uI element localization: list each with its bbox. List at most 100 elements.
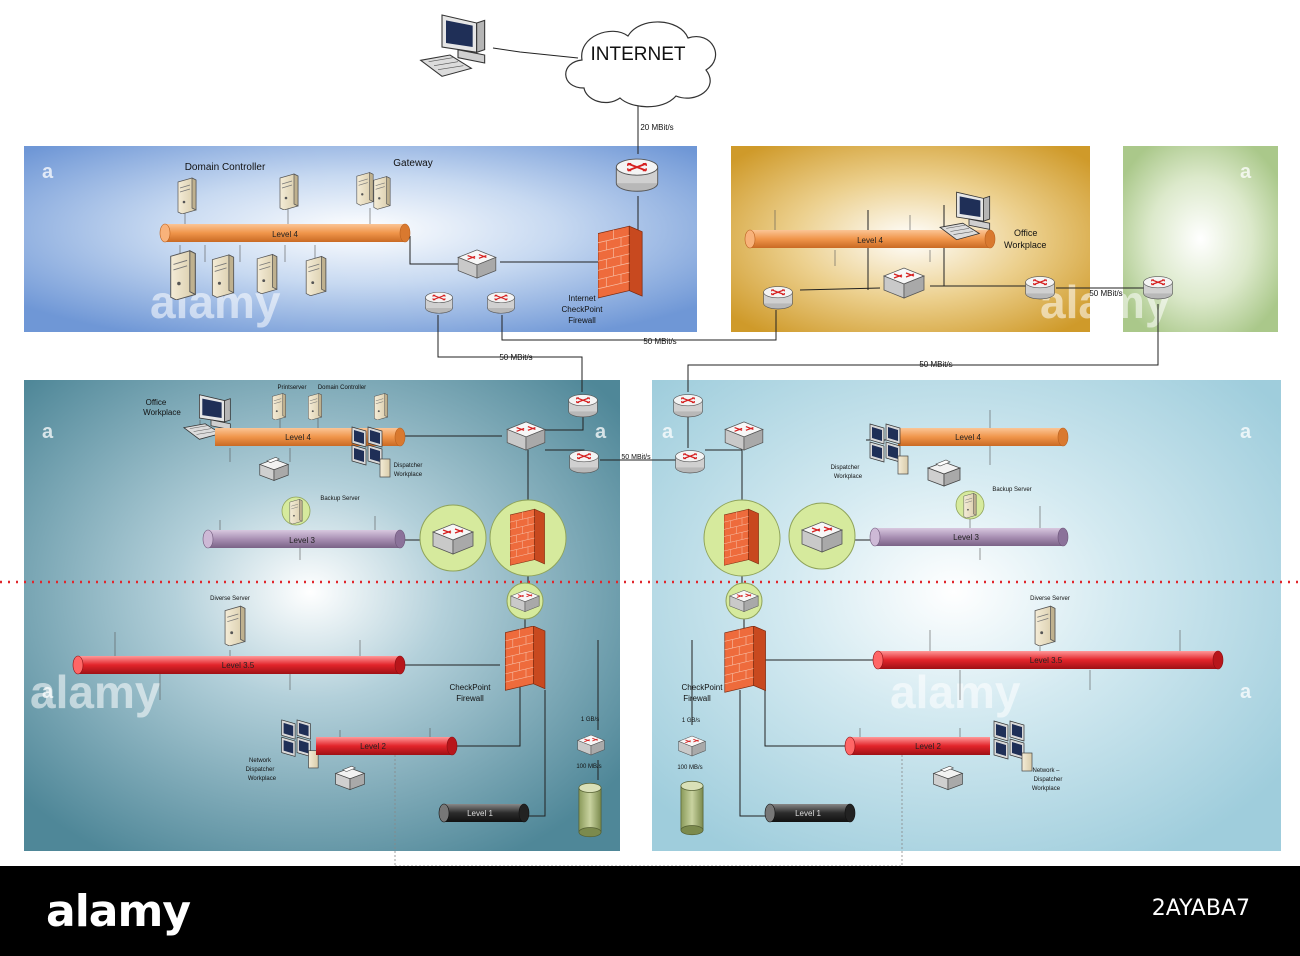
checkpoint-firewall-left-icon[interactable] [504,626,546,691]
footer-bar: alamy 2AYABA7 [0,866,1300,956]
svg-text:a: a [595,421,607,443]
bottom-right-router-mid-icon[interactable] [674,449,706,474]
level3-firewall-right-icon[interactable] [724,508,759,566]
gateway-label: Gateway [393,158,432,169]
speed-50-gold-label: 50 MBit/s [1089,289,1122,298]
level3-label-left: Level 3 [289,536,315,545]
level4-label-top-left: Level 4 [272,230,298,239]
domain-controller-small-label: Domain Controller [318,385,366,391]
domain-controller-label: Domain Controller [185,162,266,173]
level4-pipe-top-left [159,223,411,243]
speed-50-middle-label: 50 MBit/s [621,454,651,461]
internet-fw-label-1: Internet [568,294,596,303]
level4-label-bottom-right: Level 4 [955,433,981,442]
speed-20-label: 20 MBit/s [640,123,673,132]
footer-logo: alamy [46,886,191,937]
gold-router-right-icon[interactable] [1024,275,1056,300]
svg-text:a: a [1240,681,1252,703]
dispatcher-left-label-2: Workplace [394,472,423,478]
level2-pipe-right [844,736,990,756]
internet-label: INTERNET [591,44,686,65]
diverse-server-left-icon[interactable] [224,605,246,646]
level1-pipe-left [438,803,530,823]
domain-controller-server-2-icon[interactable] [279,173,299,210]
dispatcher-left-label-1: Dispatcher [394,463,423,469]
server-4-icon[interactable] [256,253,278,294]
dispatcher-right-label-2: Workplace [834,474,863,480]
link-lines [400,47,1159,817]
checkpoint-fw-left-label-2: Firewall [456,694,484,703]
network-dispatcher-right-label-2: Dispatcher [1034,777,1063,783]
svg-text:a: a [42,421,54,443]
office-workplace-left-label-2: Workplace [143,408,181,417]
checkpoint-fw-left-label-1: CheckPoint [450,683,492,692]
backup-server-right-label: Backup Server [992,487,1031,493]
svg-text:a: a [662,421,674,443]
internet-router-icon[interactable] [615,157,659,193]
office-workplace-left-label-1: Office [146,398,167,407]
level35-pipe-right [872,650,1224,670]
footer-image-id: 2AYABA7 [1151,896,1250,921]
level1-pipe-right [764,803,856,823]
network-dispatcher-right-label-3: Workplace [1032,786,1061,792]
level4-label-top-middle: Level 4 [857,236,883,245]
svg-text:a: a [1240,421,1252,443]
backup-server-left-icon[interactable] [289,499,303,524]
level35-label-left: Level 3.5 [222,661,255,670]
network-dispatcher-left-label-3: Workplace [248,776,277,782]
network-dispatcher-right-label-1: Network – [1032,768,1060,774]
server-left-extra-icon[interactable] [373,393,389,420]
internet-pc-icon[interactable] [419,14,486,78]
speed-50-link-label: 50 MBit/s [643,337,676,346]
bottom-right-router-top-icon[interactable] [672,393,704,418]
diverse-server-right-label: Diverse Server [1030,596,1070,602]
gateway-server-icon[interactable] [356,172,374,206]
svg-text:a: a [42,161,54,183]
speed-100mb-right-label: 100 MB/s [677,765,702,771]
backup-server-left-label: Backup Server [320,496,359,502]
level3-pipe-right [869,527,1069,547]
gold-router-left-icon[interactable] [762,285,794,310]
network-dispatcher-left-label-2: Dispatcher [246,767,275,773]
backup-server-right-icon[interactable] [963,493,977,518]
storage-drive-right-icon[interactable] [680,780,704,836]
green-router-icon[interactable] [1142,275,1174,300]
diverse-server-right-icon[interactable] [1034,605,1056,646]
printserver-label: Printserver [277,385,306,391]
svg-text:a: a [1240,161,1252,183]
storage-drive-left-icon[interactable] [578,782,602,838]
gateway-server-2-icon[interactable] [373,176,391,210]
speed-1gb-left-label: 1 GB/s [581,717,599,723]
router-a-icon[interactable] [424,291,454,314]
level35-label-right: Level 3.5 [1030,656,1063,665]
zone-bottom-right [652,380,1281,851]
dispatcher-right-label-1: Dispatcher [831,465,860,471]
level1-label-left: Level 1 [467,809,493,818]
level1-label-right: Level 1 [795,809,821,818]
server-3-icon[interactable] [211,254,235,298]
level4-pipe-top-middle [744,229,996,249]
network-dispatcher-left-label-1: Network [249,758,272,764]
server-5-icon[interactable] [305,255,327,296]
checkpoint-fw-right-label-1: CheckPoint [682,683,724,692]
diagram-canvas: a a a a a a a a alamy alamy alamy alamy [0,14,1300,867]
domain-controller-server-icon[interactable] [177,177,197,214]
speed-100mb-left-label: 100 MB/s [576,764,601,770]
internet-fw-label-3: Firewall [568,316,596,325]
bottom-left-router-mid-icon[interactable] [568,449,600,474]
domain-controller-left-icon[interactable] [307,393,323,420]
internet-cloud [565,21,717,108]
speed-1gb-right-label: 1 GB/s [682,718,700,724]
bottom-left-router-top-icon[interactable] [567,393,599,418]
zone-top-right [1123,146,1278,332]
level2-pipe-left [316,736,458,756]
checkpoint-firewall-right-icon[interactable] [724,626,767,693]
level3-firewall-left-icon[interactable] [510,508,545,566]
router-b-icon[interactable] [486,291,516,314]
printserver-icon[interactable] [271,393,287,420]
level3-pipe-left [202,529,406,549]
internet-fw-label-2: CheckPoint [562,305,604,314]
internet-firewall-icon[interactable] [598,225,643,299]
server-rack-icon[interactable] [170,250,196,300]
